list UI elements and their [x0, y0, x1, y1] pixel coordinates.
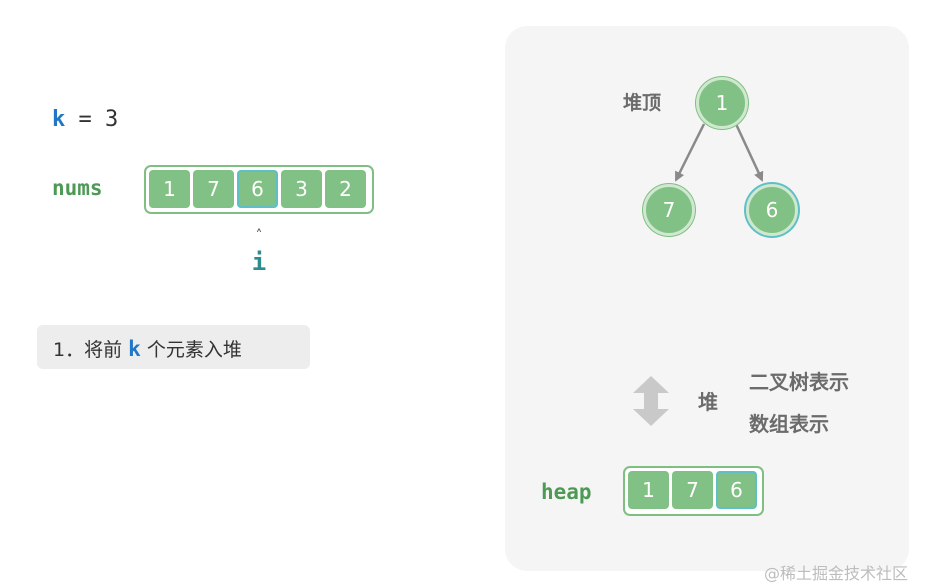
repr-array-label: 数组表示 — [749, 412, 829, 436]
nums-cell-highlighted: 6 — [237, 170, 278, 208]
nums-array: 1 7 6 3 2 — [144, 165, 374, 214]
heap-cell: 7 — [672, 471, 713, 509]
pointer-label-i: i — [251, 248, 267, 276]
nums-cell: 3 — [281, 170, 322, 208]
pointer-caret-icon: ˄ — [255, 228, 263, 244]
heap-cell-highlighted: 6 — [716, 471, 757, 509]
heap-array: 1 7 6 — [623, 466, 764, 516]
heap-char: 堆 — [698, 390, 718, 414]
step-caption: 1．将前 k 个元素入堆 — [37, 325, 310, 369]
step-k: k — [128, 337, 141, 361]
heap-top-label: 堆顶 — [623, 92, 662, 114]
heap-label: heap — [541, 480, 592, 504]
heap-cell: 1 — [628, 471, 669, 509]
tree-node-left: 7 — [643, 184, 695, 236]
tree-node-right-highlighted: 6 — [746, 184, 798, 236]
k-assignment: k = 3 — [52, 106, 118, 134]
watermark-text: @稀土掘金技术社区 — [764, 564, 909, 583]
repr-tree-label: 二叉树表示 — [749, 370, 849, 394]
nums-cell: 1 — [149, 170, 190, 208]
edge-root-right — [734, 123, 764, 182]
step-suffix: 个元素入堆 — [140, 339, 242, 361]
step-prefix: 1．将前 — [53, 339, 129, 361]
k-value: = 3 — [65, 107, 119, 132]
edge-root-left — [674, 123, 706, 182]
nums-cell: 2 — [325, 170, 366, 208]
nums-label: nums — [52, 176, 103, 200]
nums-cell: 7 — [193, 170, 234, 208]
tree-node-root: 1 — [696, 77, 748, 129]
double-arrow-icon — [633, 376, 669, 426]
k-variable: k — [52, 107, 66, 132]
